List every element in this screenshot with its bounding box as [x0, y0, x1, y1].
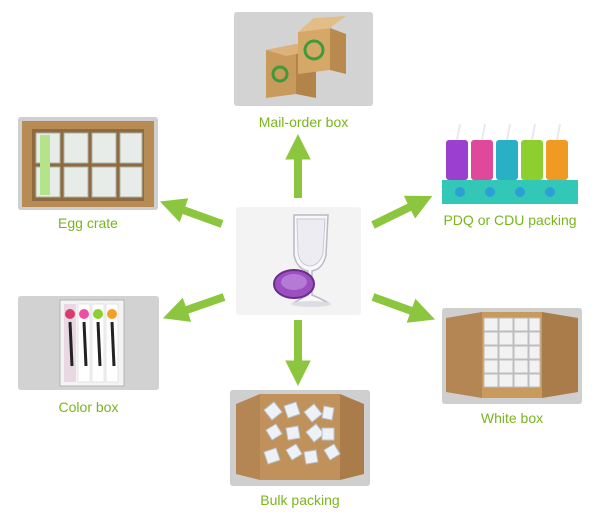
color-box-image [18, 296, 159, 390]
pdq-packing-image [440, 118, 580, 208]
pdq-packing-label: PDQ or CDU packing [443, 212, 577, 228]
white-box-label: White box [480, 410, 544, 426]
bulk-packing-label: Bulk packing [260, 492, 340, 508]
mail-order-box-label: Mail-order box [258, 114, 349, 130]
arrow-lower-right [371, 293, 436, 323]
color-box-label: Color box [58, 399, 119, 415]
white-box-image [442, 308, 582, 404]
center-product-image [236, 207, 361, 315]
arrow-upper-right [371, 195, 433, 229]
arrow-lower-left [162, 293, 226, 322]
mail-order-box-image [234, 12, 373, 106]
egg-crate-image [18, 117, 158, 210]
bulk-packing-image [230, 390, 370, 486]
arrow-upper-left [159, 198, 224, 228]
egg-crate-label: Egg crate [58, 215, 118, 231]
